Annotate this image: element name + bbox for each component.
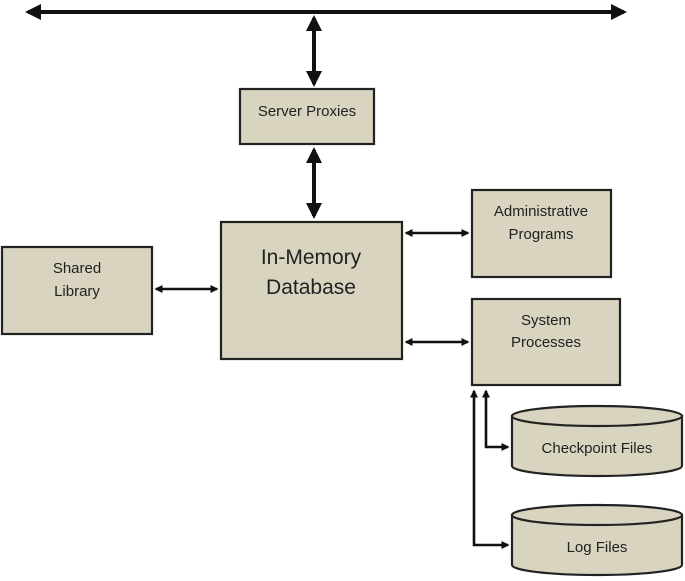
system-processes-node: System Processes (470, 297, 622, 387)
system-processes-label-line1: System (521, 312, 571, 329)
server-proxies-node: Server Proxies (238, 87, 376, 146)
in-memory-database-node: In-Memory Database (219, 220, 404, 361)
shared-library-label-line2: Library (54, 283, 100, 300)
log-files-label: Log Files (567, 539, 628, 556)
server-proxies-label: Server Proxies (258, 103, 356, 120)
database-label-line2: Database (266, 276, 356, 299)
log-files-node: Log Files (510, 503, 684, 577)
processes-checkpoint-arrow (482, 389, 510, 451)
admin-programs-label-line1: Administrative (494, 203, 588, 220)
database-label-line1: In-Memory (261, 246, 362, 269)
administrative-programs-node: Administrative Programs (470, 188, 613, 279)
shared-library-node: Shared Library (0, 245, 154, 336)
checkpoint-files-node: Checkpoint Files (510, 404, 684, 478)
system-processes-label-line2: Processes (511, 334, 581, 351)
shared-library-label-line1: Shared (53, 260, 101, 277)
processes-log-arrow (470, 389, 510, 549)
admin-programs-label-line2: Programs (508, 226, 573, 243)
checkpoint-files-label: Checkpoint Files (542, 440, 653, 457)
